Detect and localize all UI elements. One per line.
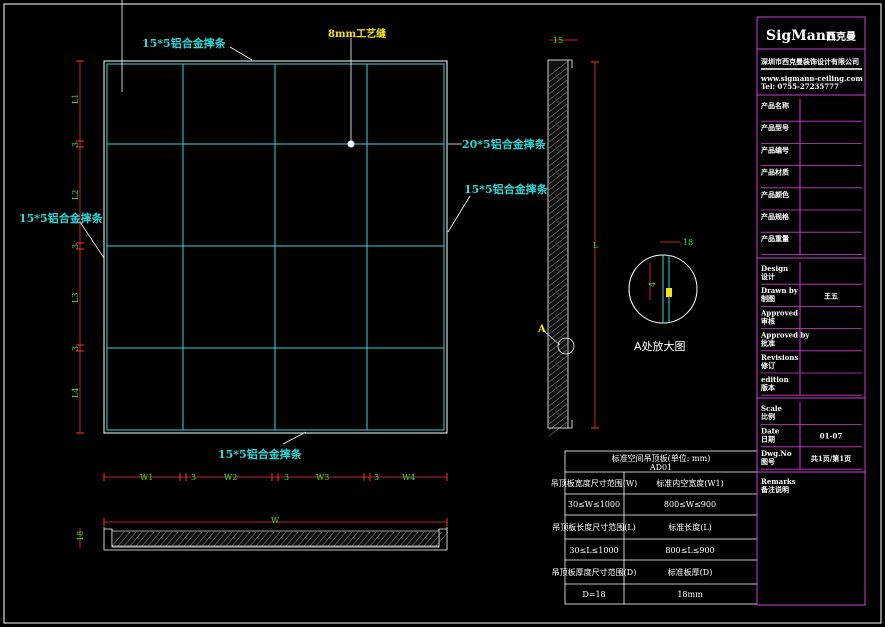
dim-h-2: W2: [224, 473, 237, 482]
approval-field-label: Approved: [760, 308, 798, 317]
brand-cn: 西克曼: [826, 30, 856, 43]
drawing-border: [3, 3, 882, 624]
plan-view: [79, 0, 471, 445]
dim-h-0: W1: [140, 473, 153, 482]
detail-dim: 18: [683, 238, 693, 247]
spec-cell: 吊顶板长度尺寸范围(L): [552, 522, 636, 532]
spec-cell: 吊顶板宽度尺寸范围(W): [551, 478, 637, 488]
company-tel: Tel: 0755-27235777: [761, 82, 839, 91]
approval-field-label: Design: [761, 264, 788, 273]
approval-field-label: Drawn by: [761, 286, 799, 295]
label-process-seam: 8mm工艺缝: [328, 27, 386, 40]
detail-marker: A: [537, 324, 546, 335]
doc-field-value: 共1页/第1页: [811, 454, 851, 463]
product-field-label: 产品型号: [761, 123, 789, 132]
spec-cell: 800≤L≤900: [665, 546, 714, 555]
spec-cell: D=18: [582, 590, 605, 599]
section-length-dim: L: [593, 241, 599, 250]
dim-v-3: 3: [71, 244, 80, 249]
label-right-strip-upper: 20*5铝合金摔条: [462, 137, 547, 151]
spec-cell: 30≤W≤1000: [568, 500, 620, 509]
detail-caption: A处放大图: [634, 339, 686, 353]
spec-cell: 标准板厚(D): [668, 567, 713, 577]
approval-field-label: Approved by: [760, 331, 810, 340]
approval-field-label: 批准: [761, 339, 775, 348]
product-field-label: 产品材质: [761, 168, 789, 177]
doc-field-label: Dwg.No: [761, 449, 792, 458]
product-field-label: 产品颜色: [761, 190, 789, 199]
horizontal-dimension-chain: [103, 473, 448, 481]
spec-cell: 18mm: [677, 590, 703, 599]
doc-field-label: Date: [761, 426, 780, 435]
bottom-section-hatch: [111, 531, 449, 547]
product-field-label: 产品规格: [761, 212, 790, 221]
spec-table-code: AD01: [649, 463, 672, 472]
approval-field-label: 制图: [761, 294, 775, 303]
product-field-label: 产品名称: [761, 101, 789, 110]
spec-cell: 800≤W≤900: [664, 500, 716, 509]
vertical-dimension-chain: [76, 60, 84, 434]
detail-gap: 4: [648, 282, 657, 287]
spec-cell: 标准长度(L): [668, 522, 712, 532]
doc-field-label: 比例: [761, 412, 775, 421]
dim-h-6: W4: [402, 473, 415, 482]
approval-field-label: Revisions: [761, 353, 798, 362]
approval-field-label: 审核: [761, 316, 775, 325]
dim-h-1: 3: [191, 473, 196, 482]
approval-field-label: 版本: [761, 383, 775, 392]
bottom-section-view: [79, 518, 448, 551]
detail-callout-circle: [557, 337, 575, 355]
side-section-hatch: [548, 61, 568, 437]
label-right-strip-lower: 15*5铝合金摔条: [464, 182, 549, 196]
approval-field-label: 设计: [761, 272, 775, 281]
dim-v-2: L2: [71, 190, 80, 200]
dim-v-0: L1: [71, 94, 80, 104]
plan-section-thick: 18: [76, 531, 85, 541]
spec-cell: 30≤L≤1000: [569, 546, 618, 555]
label-left-strip: 15*5铝合金摔条: [19, 211, 104, 225]
product-field-label: 产品重量: [761, 234, 789, 243]
approval-field-value: 王五: [824, 291, 838, 300]
plan-section-dim: W: [271, 516, 280, 525]
remarks-label: Remarks: [761, 477, 796, 486]
spec-cell: 吊顶板厚度尺寸范围(D): [552, 567, 637, 577]
doc-field-label: Scale: [761, 404, 783, 413]
dim-h-5: 3: [374, 473, 379, 482]
company-name: 深圳市西克曼装饰设计有限公司: [761, 57, 859, 66]
dim-h-3: 3: [284, 473, 289, 482]
label-bottom-strip: 15*5铝合金摔条: [218, 447, 303, 461]
dim-v-4: L3: [71, 293, 80, 303]
dim-h-4: W3: [316, 473, 329, 482]
detail-a-view: [628, 241, 698, 324]
doc-field-value: 01-07: [820, 432, 843, 441]
spec-cell: 标准内空宽度(W1): [656, 478, 724, 488]
section-top-dim: 15: [553, 36, 563, 45]
company-web: www.sigmann-ceiling.com: [760, 74, 863, 83]
dim-v-1: 3: [71, 142, 80, 147]
approval-field-label: edition: [761, 375, 789, 384]
doc-field-label: 日期: [761, 434, 775, 443]
remarks-label: 备注说明: [760, 485, 789, 494]
spec-table-title: 标准空间吊顶板(单位: mm): [612, 453, 711, 463]
side-section-view: [544, 39, 599, 429]
dim-v-5: 3: [71, 346, 80, 351]
brand-logo: SigMann: [766, 28, 836, 44]
label-top-strip: 15*5铝合金摔条: [142, 36, 227, 50]
approval-field-label: 修订: [760, 361, 775, 370]
doc-field-label: 图号: [761, 457, 775, 466]
dim-v-6: L4: [71, 388, 80, 398]
spec-table: [564, 450, 758, 605]
product-field-label: 产品编号: [761, 145, 789, 154]
